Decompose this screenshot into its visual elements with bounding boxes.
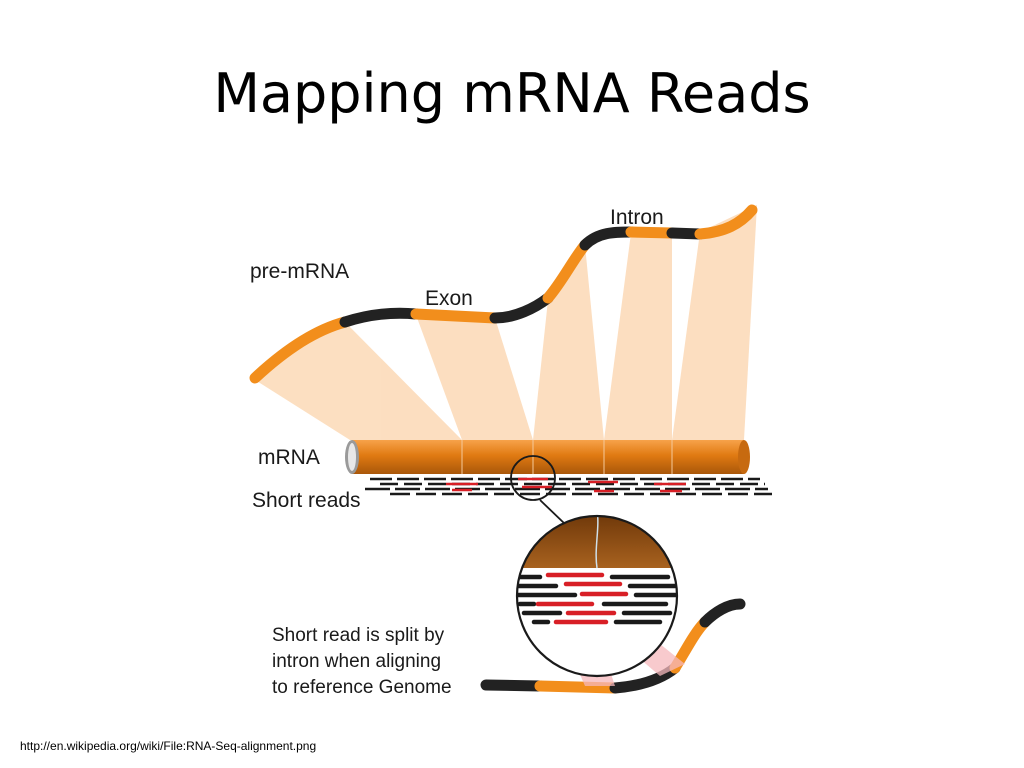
- source-link[interactable]: http://en.wikipedia.org/wiki/File:RNA-Se…: [20, 739, 317, 753]
- intron-segment: [699, 598, 746, 628]
- magnifier-focus-circle: [510, 455, 556, 501]
- exon-segment: [249, 316, 351, 384]
- mapping-fan-exon-5: [672, 205, 757, 440]
- exon-segment: [410, 308, 501, 324]
- exon-segment: [534, 680, 621, 694]
- label-intron: Intron: [610, 206, 664, 229]
- pre-mrna-strand: [249, 204, 758, 384]
- label-short-reads: Short reads: [252, 489, 361, 512]
- intron-segment: [489, 292, 554, 324]
- mapping-fan-exon-4: [604, 233, 672, 440]
- mapping-fan-exon-2: [416, 315, 533, 440]
- mapping-fan-exon-1: [252, 322, 462, 440]
- exon-segment: [694, 204, 758, 240]
- intron-segment: [339, 307, 422, 328]
- exon-segment: [625, 226, 678, 239]
- intron-segment: [480, 679, 546, 692]
- label-split-line-2: intron when aligning: [272, 651, 441, 672]
- magnifier-connector: [539, 499, 566, 525]
- short-reads: [365, 477, 772, 496]
- label-pre-mrna: pre-mRNA: [250, 260, 349, 283]
- mapping-fans: [252, 205, 757, 440]
- mrna-tube: [345, 440, 750, 474]
- label-mrna: mRNA: [258, 446, 320, 469]
- mapping-fan-exon-3: [533, 245, 604, 440]
- label-split-line-3: to reference Genome: [272, 677, 452, 698]
- intron-segment: [579, 226, 637, 251]
- label-split-line-1: Short read is split by: [272, 625, 445, 646]
- label-exon: Exon: [425, 287, 473, 310]
- slide-title: Mapping mRNA Reads: [213, 62, 811, 125]
